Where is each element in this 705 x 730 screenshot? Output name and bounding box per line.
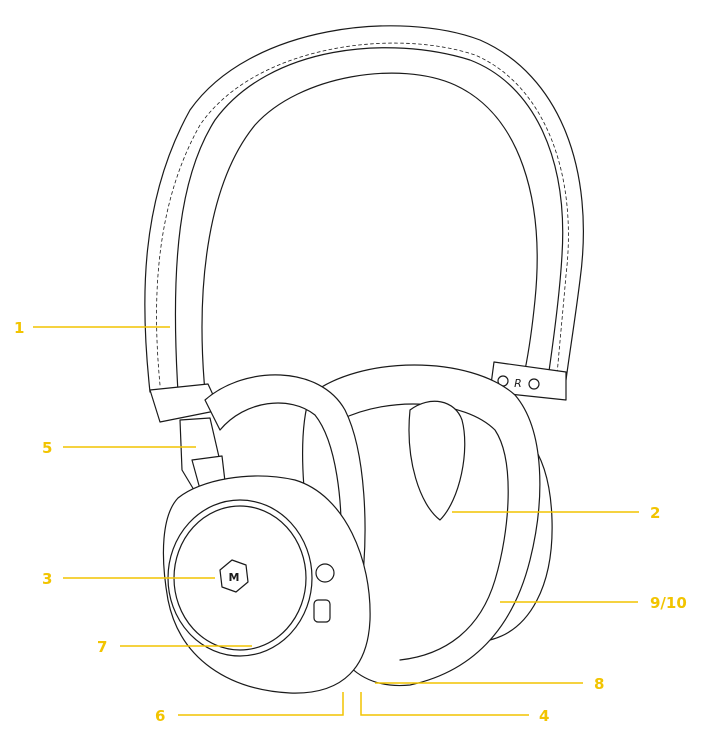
leader-4	[360, 692, 529, 716]
headband-inner-edge	[201, 72, 538, 393]
side-marker-letter: R	[514, 377, 522, 390]
callout-label-5: 5	[42, 439, 52, 457]
headband	[144, 25, 584, 393]
logo-hexagon	[219, 559, 249, 593]
callout-label-6: 6	[155, 707, 165, 725]
callout-labels: 1 2 3 4 5 6 7 8 9/10	[14, 319, 687, 725]
leader-6	[178, 692, 344, 716]
left-control-button	[315, 563, 335, 583]
right-slider-dot-2	[528, 378, 540, 390]
callout-label-9-10: 9/10	[650, 594, 687, 612]
callout-label-2: 2	[650, 504, 660, 522]
headband-stitching	[156, 42, 569, 386]
callout-label-1: 1	[14, 319, 24, 337]
callout-label-7: 7	[97, 638, 107, 656]
callout-leaders	[33, 326, 639, 716]
right-ear-cushion-opening	[408, 400, 466, 521]
callout-label-3: 3	[42, 570, 52, 588]
callout-label-8: 8	[594, 675, 604, 693]
callout-label-4: 4	[539, 707, 549, 725]
left-slide-switch	[313, 599, 331, 623]
headphones-illustration	[144, 25, 584, 694]
logo-letter: M	[229, 571, 240, 584]
